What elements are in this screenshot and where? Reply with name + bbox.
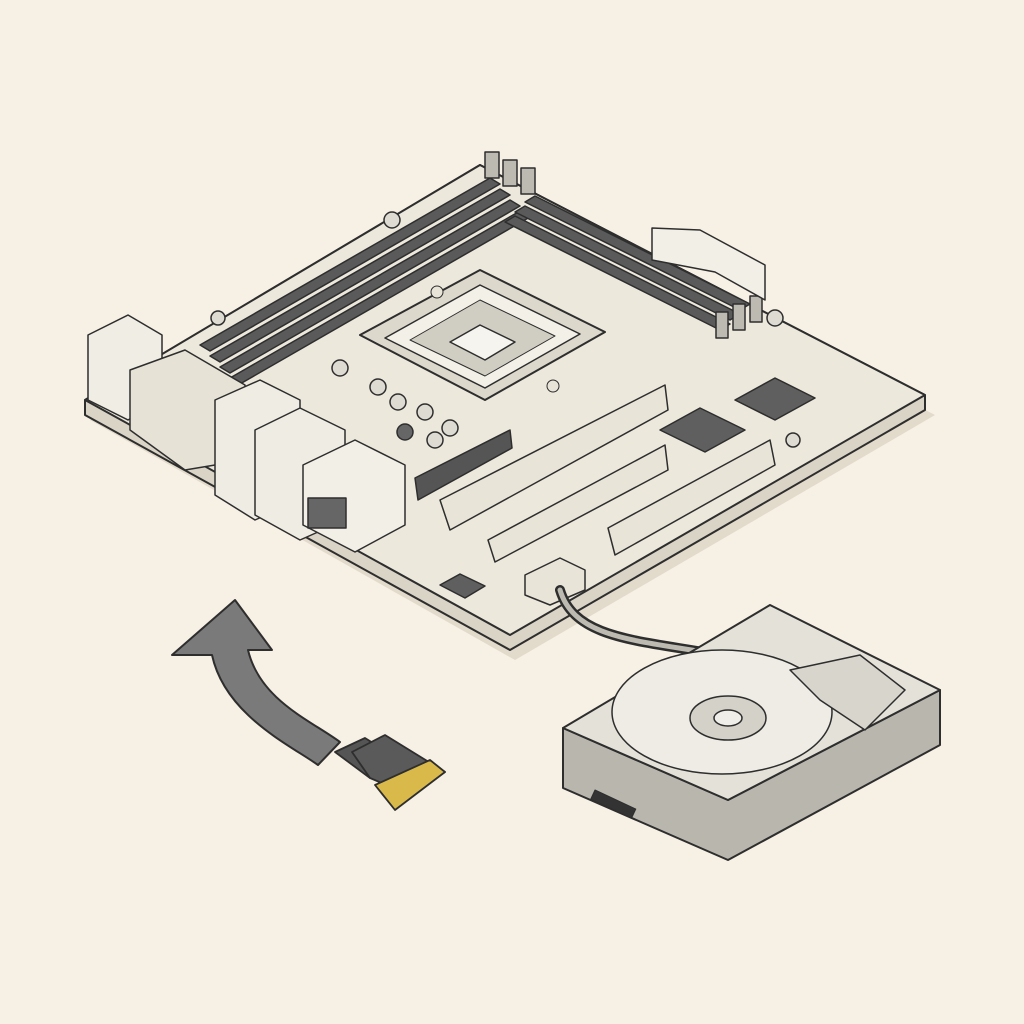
curved-arrow-icon — [171, 599, 341, 766]
connector-pins — [374, 759, 446, 811]
cpu-socket — [359, 269, 606, 401]
hard-drive — [562, 604, 941, 861]
io-ports — [87, 314, 406, 553]
ram-latches — [484, 151, 763, 339]
board-surface — [84, 164, 926, 636]
pcie-slots — [414, 384, 776, 563]
ram-slots-right — [504, 195, 751, 331]
atx-power-connector — [651, 227, 766, 301]
cable-connector — [334, 734, 446, 811]
motherboard — [84, 151, 935, 660]
sata-port — [524, 557, 586, 606]
capacitors — [210, 211, 801, 449]
actuator-arm — [789, 654, 906, 731]
chipsets — [439, 377, 816, 599]
